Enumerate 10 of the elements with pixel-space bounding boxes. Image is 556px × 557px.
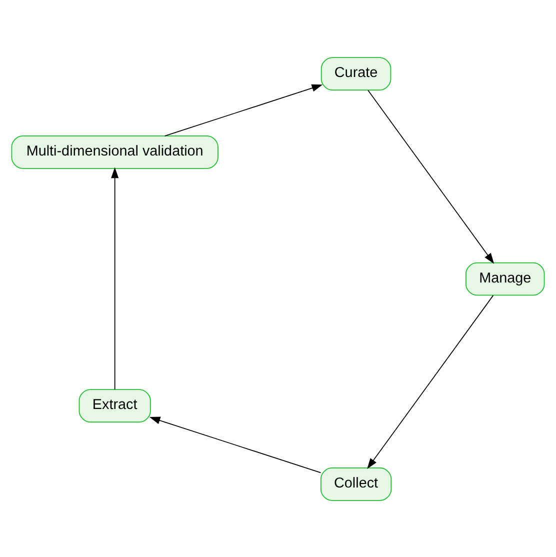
arrow	[368, 89, 494, 264]
node-box: Manage	[465, 262, 545, 296]
arrow	[111, 166, 119, 390]
arrow	[149, 416, 322, 473]
node-box: Extract	[78, 388, 151, 422]
node-box: Curate	[320, 56, 392, 90]
arrow	[164, 84, 323, 136]
node-box: Multi-dimensional validation	[11, 135, 218, 168]
arrow	[367, 294, 494, 469]
node-box: Collect	[320, 467, 392, 500]
